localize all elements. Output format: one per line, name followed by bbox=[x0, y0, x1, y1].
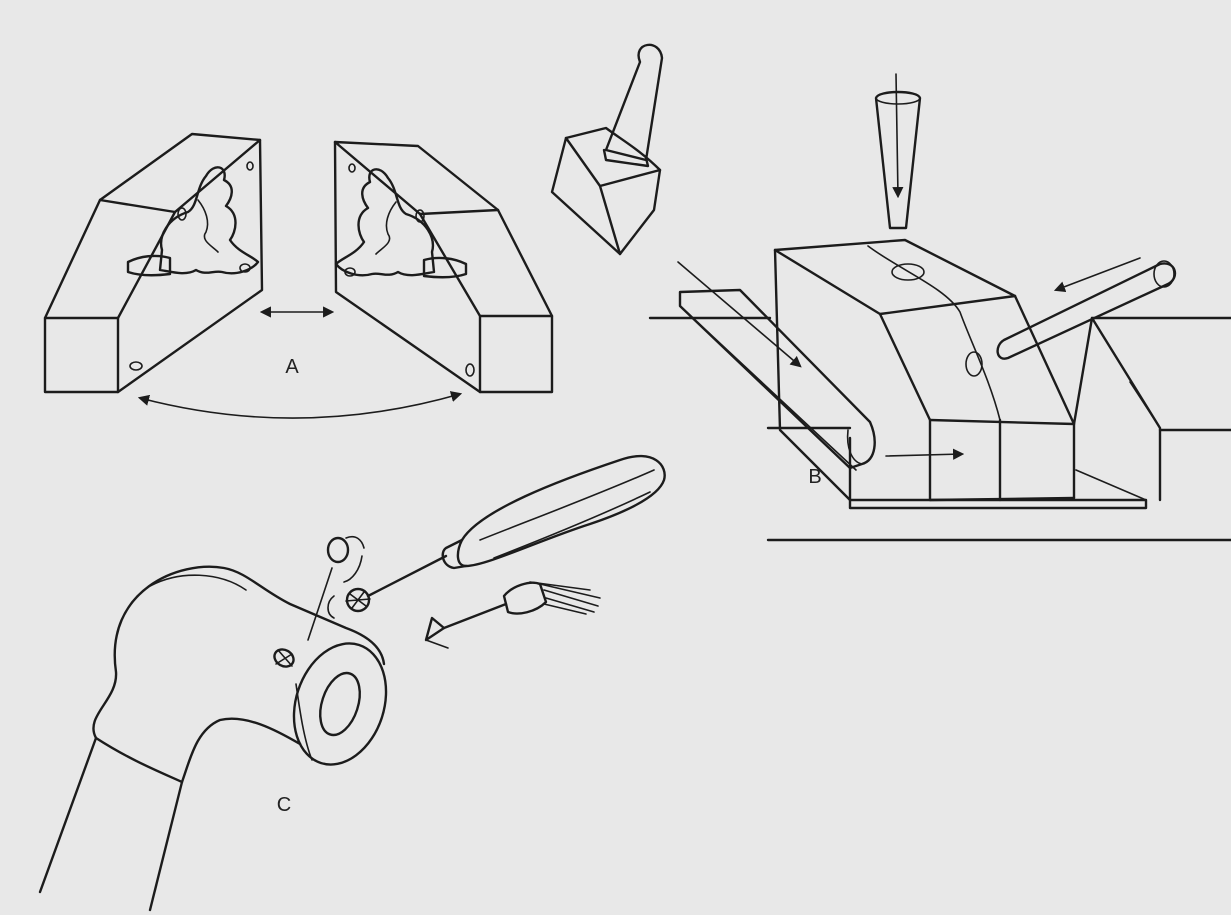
separation-arrows bbox=[137, 306, 463, 419]
mould-half-left bbox=[43, 132, 264, 394]
label-b: B bbox=[808, 466, 822, 488]
brush-tool bbox=[424, 581, 601, 649]
vice-fixture bbox=[648, 73, 1231, 542]
rotary-file-tool bbox=[345, 454, 666, 613]
mould-half-right bbox=[333, 140, 554, 394]
casting-part bbox=[38, 565, 388, 912]
mallet-illustration bbox=[550, 43, 664, 256]
label-a: A bbox=[285, 356, 299, 378]
label-c: C bbox=[276, 794, 292, 816]
burr-chips bbox=[307, 535, 365, 641]
